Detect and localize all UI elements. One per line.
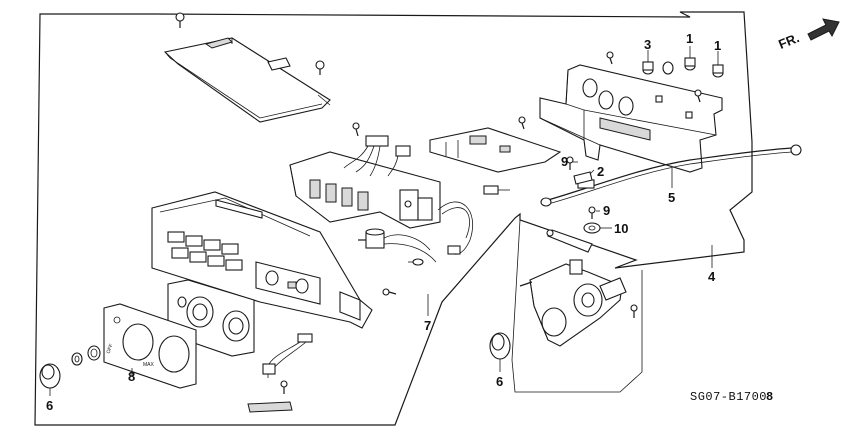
callout-2: 2 [597, 164, 604, 179]
spring-washer [71, 352, 83, 366]
mode-button-5 [171, 247, 189, 259]
callout-9-upper: 9 [561, 154, 568, 169]
screw-switch [352, 122, 360, 137]
mode-button-3 [203, 239, 221, 251]
ring-washer [87, 345, 101, 361]
mode-button-8 [225, 259, 243, 271]
knob-part-6-right [489, 332, 511, 360]
rear-bracket-housing [539, 64, 723, 173]
face-plate: OFF MAX [103, 303, 197, 389]
subassembly-boundary-line [511, 219, 643, 393]
knob-part-6-left [39, 363, 61, 389]
upper-cover-lid [163, 37, 331, 123]
wire-connector-upper [343, 135, 411, 177]
knob-part-3 [642, 56, 654, 75]
screw-bracket-a [606, 51, 614, 65]
mode-button-1 [167, 231, 185, 243]
screw-lid-top [175, 12, 185, 28]
callout-8: 8 [128, 369, 135, 384]
callout-1-left: 1 [686, 31, 693, 46]
mode-button-2 [185, 235, 203, 247]
mode-button-6 [189, 251, 207, 263]
callout-6-left: 6 [46, 398, 53, 413]
bulb-socket [483, 185, 510, 195]
callout-10: 10 [614, 221, 628, 236]
assembly-boundary-line [34, 11, 753, 426]
screw-part-9-lower [588, 206, 596, 219]
callout-5: 5 [668, 190, 675, 205]
screw-lid-right [315, 60, 325, 75]
knob-part-1-right [712, 56, 724, 78]
screw-sub [630, 304, 638, 318]
washer-part-10 [583, 222, 601, 234]
harness-loop [437, 201, 474, 255]
leader-lines [49, 46, 719, 396]
screw-part-9-upper [566, 156, 574, 170]
screw-housing [382, 288, 397, 296]
screw-bracket-b [694, 89, 702, 103]
control-head-housing [151, 191, 373, 329]
callout-9-lower: 9 [603, 203, 610, 218]
front-arrow-icon [807, 18, 840, 41]
knob-part-1-left [684, 50, 696, 71]
drawing-code-suffix: 8 [766, 390, 774, 404]
lower-wire-harness [262, 333, 313, 378]
switch-assembly [289, 151, 441, 229]
circuit-board [429, 127, 562, 173]
callout-3: 3 [644, 37, 651, 52]
lever-mechanism [519, 259, 627, 347]
cap-small [662, 61, 674, 75]
callout-4: 4 [708, 269, 716, 284]
screw-bracket-c [518, 116, 526, 130]
screw-lower [280, 380, 288, 394]
callout-1-right: 1 [714, 38, 721, 53]
callout-7: 7 [424, 318, 431, 333]
blower-switch [358, 228, 437, 263]
bulb-small [408, 258, 424, 266]
mode-button-7 [207, 255, 225, 267]
lever-arm [546, 229, 593, 253]
mode-button-4 [221, 243, 239, 255]
drawing-code: SG07-B1700 [690, 390, 767, 404]
label-plate [247, 401, 293, 413]
max-marking: MAX [143, 362, 155, 368]
callout-6-right: 6 [496, 374, 503, 389]
off-marking: OFF [106, 343, 115, 354]
clip-part-2 [573, 171, 593, 185]
front-direction-label: FR. [776, 30, 801, 52]
front-direction-indicator: FR. [776, 18, 840, 52]
